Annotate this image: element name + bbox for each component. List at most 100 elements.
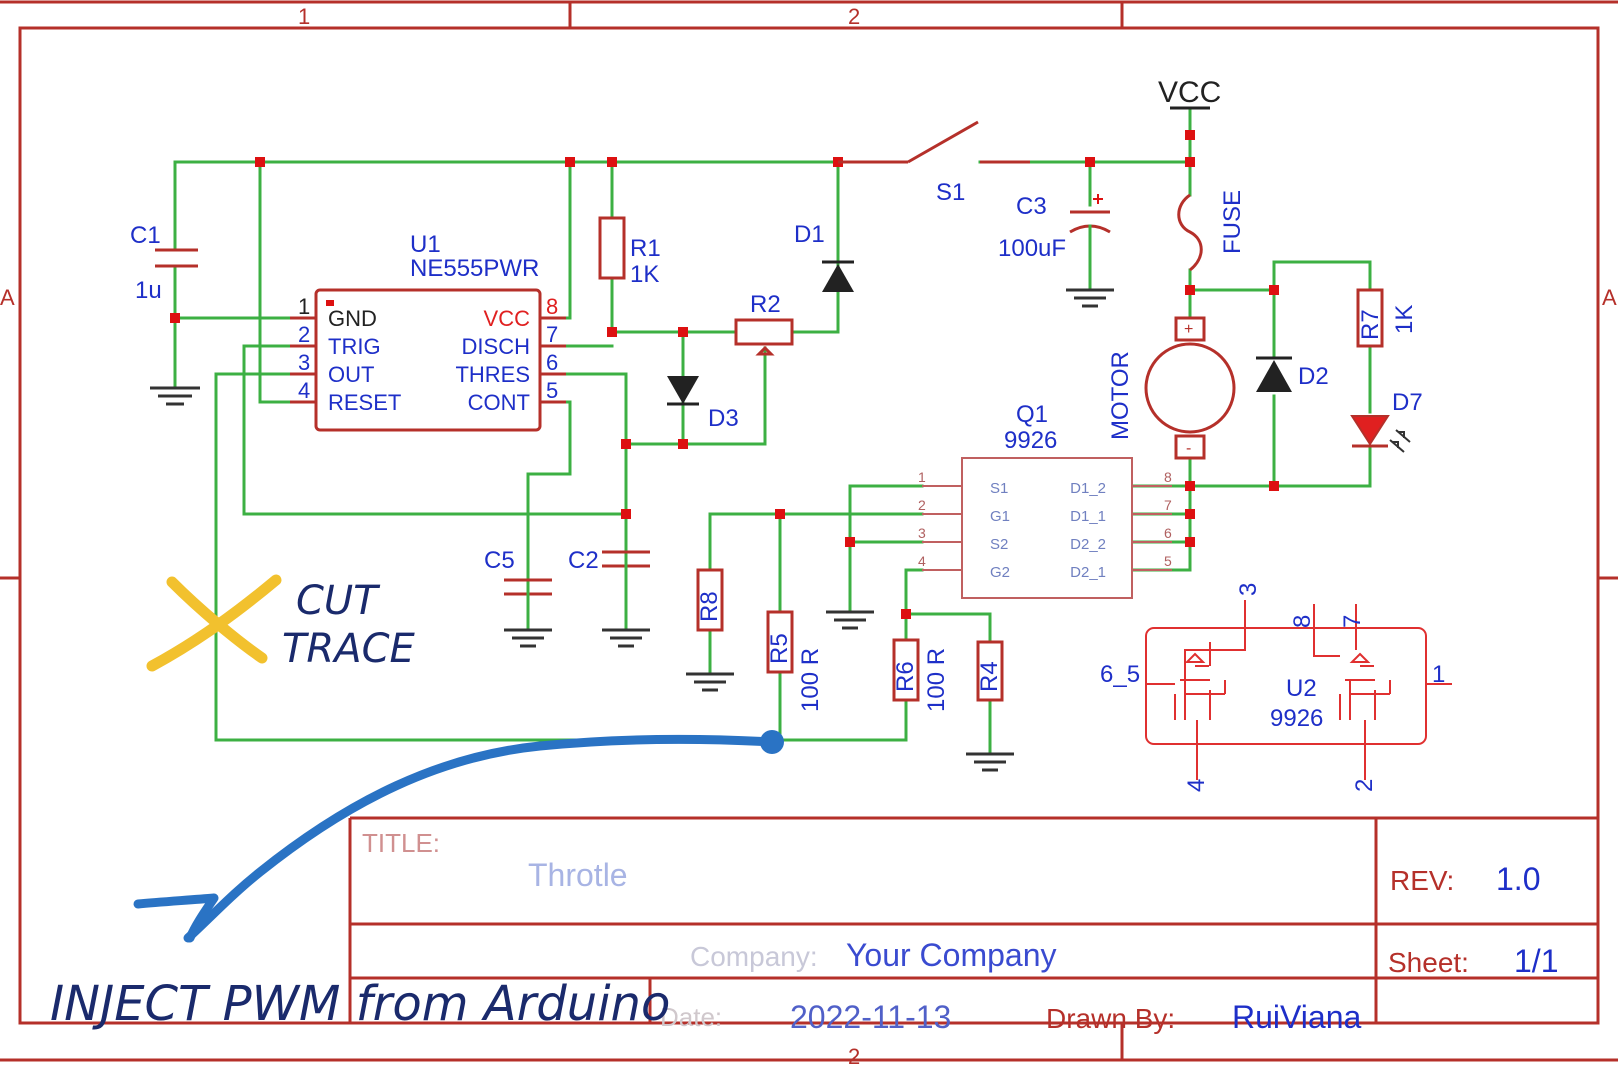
q1-ref: Q1 <box>1016 401 1048 428</box>
switch-s1[interactable]: S1 <box>838 120 1030 206</box>
q1-pin-g1: G1 <box>990 508 1010 525</box>
date-value: 2022-11-13 <box>790 999 951 1035</box>
r7-ref: R7 <box>1357 309 1384 340</box>
trace-label: TRACE <box>282 626 416 672</box>
u1-pin-gnd: GND <box>328 306 377 331</box>
r7-value: 1K <box>1391 305 1418 334</box>
q1-pin-7-num: 7 <box>1164 497 1172 513</box>
ground-symbol <box>150 386 200 406</box>
junctions <box>170 130 1279 619</box>
u1-pin-7-num: 7 <box>546 322 558 347</box>
u2-pin-8: 8 <box>1289 615 1316 628</box>
resistor-r4: R4 <box>966 640 1014 772</box>
capacitor-c2: C2 <box>568 547 650 648</box>
u1-pin-trig: TRIG <box>328 334 381 359</box>
diode-d3: D3 <box>667 376 739 432</box>
drawn-by-label: Drawn By: <box>1046 1003 1175 1034</box>
q1-pin-4-num: 4 <box>918 553 926 569</box>
led-d7: D7 <box>1350 389 1423 453</box>
diode-d1: D1 <box>794 221 854 292</box>
cut-trace-annotation: CUT TRACE <box>146 574 416 672</box>
border-row-a-right: A <box>1602 285 1617 310</box>
d1-ref: D1 <box>794 221 825 248</box>
resistor-r7: R7 1K <box>1356 288 1418 348</box>
q1-pin-8-num: 8 <box>1164 469 1172 485</box>
u1-ref: U1 <box>410 231 441 258</box>
r5-value: 100 R <box>797 648 824 712</box>
c1-value: 1u <box>135 277 162 304</box>
border-row-a-left: A <box>0 285 15 310</box>
ic-u1-ne555: U1 NE555PWR 1 2 3 4 GND TRIG OUT RESET V… <box>290 231 566 432</box>
wires <box>173 108 1372 754</box>
u1-pin-disch: DISCH <box>462 334 530 359</box>
q1-pin-1-num: 1 <box>918 469 926 485</box>
mosfet-u2-symbol: U2 9926 3 8 7 6_5 1 4 2 <box>1100 583 1452 792</box>
fuse-label: FUSE <box>1219 190 1246 254</box>
u1-pin-4-num: 4 <box>298 378 310 403</box>
u2-pin-2: 2 <box>1351 779 1378 792</box>
q1-pin-s2: S2 <box>990 536 1008 553</box>
r1-ref: R1 <box>630 235 661 262</box>
u1-pin-out: OUT <box>328 362 374 387</box>
c3-value: 100uF <box>998 235 1066 262</box>
q1-pin-d1-2: D1_2 <box>1070 480 1106 497</box>
q1-pin-d2-1: D2_1 <box>1070 564 1106 581</box>
q1-pin-6-num: 6 <box>1164 525 1172 541</box>
fuse: FUSE <box>1177 190 1246 272</box>
rev-value: 1.0 <box>1496 861 1540 897</box>
u1-pin-cont: CONT <box>468 390 530 415</box>
company-value: Your Company <box>846 937 1057 973</box>
u2-ref: U2 <box>1286 675 1317 702</box>
q1-pin-3-num: 3 <box>918 525 926 541</box>
q1-pin-5-num: 5 <box>1164 553 1172 569</box>
c1-ref: C1 <box>130 222 161 249</box>
motor: + - MOTOR <box>1107 316 1236 460</box>
title-value: Throtle <box>528 857 628 893</box>
u1-pin-thres: THRES <box>455 362 530 387</box>
q1-pin-2-num: 2 <box>918 497 926 513</box>
border-col-1: 1 <box>298 4 310 29</box>
r4-ref: R4 <box>976 661 1003 692</box>
border-col-2: 2 <box>848 4 860 29</box>
c5-ref: C5 <box>484 547 515 574</box>
capacitor-c5: C5 <box>484 547 552 648</box>
u2-value: 9926 <box>1270 705 1323 732</box>
u1-pin-vcc: VCC <box>484 306 531 331</box>
u1-pin-2-num: 2 <box>298 322 310 347</box>
r1-value: 1K <box>630 261 659 288</box>
title-label: TITLE: <box>362 828 440 858</box>
r6-value: 100 R <box>923 648 950 712</box>
u2-pin-1: 1 <box>1432 661 1445 688</box>
company-label: Company: <box>690 941 818 972</box>
title-block: TITLE: Throtle REV: 1.0 Company: Your Co… <box>348 816 1598 1035</box>
u2-pin-7: 7 <box>1339 615 1366 628</box>
r6-ref: R6 <box>892 661 919 692</box>
u1-pin-8-num: 8 <box>546 294 558 319</box>
motor-label: MOTOR <box>1107 351 1134 440</box>
u1-value: NE555PWR <box>410 255 539 282</box>
svg-text:+: + <box>1184 321 1193 338</box>
cut-label: CUT <box>296 578 381 624</box>
q1-pin-d1-1: D1_1 <box>1070 508 1106 525</box>
capacitor-c1: C1 1u <box>130 222 198 304</box>
capacitor-c3: C3 100uF <box>998 193 1114 308</box>
u1-pin-3-num: 3 <box>298 350 310 375</box>
d3-ref: D3 <box>708 405 739 432</box>
border-col-bottom: 2 <box>848 1044 860 1069</box>
vcc-label: VCC <box>1158 76 1221 109</box>
drawn-by-value: RuiViana <box>1232 999 1361 1035</box>
potentiometer-r2: R2 <box>734 291 794 356</box>
d2-ref: D2 <box>1298 363 1329 390</box>
sheet-label: Sheet: <box>1388 947 1469 978</box>
q1-value: 9926 <box>1004 427 1057 454</box>
diode-d2: D2 <box>1256 356 1329 392</box>
vcc-symbol: VCC <box>1158 76 1221 110</box>
ground-q1-source <box>826 610 874 630</box>
inject-pwm-label: INJECT PWM from Arduino <box>50 976 670 1032</box>
resistor-r6: R6 100 R <box>892 638 950 712</box>
r5-ref: R5 <box>766 633 793 664</box>
r2-ref: R2 <box>750 291 781 318</box>
u1-pin-5-num: 5 <box>546 378 558 403</box>
